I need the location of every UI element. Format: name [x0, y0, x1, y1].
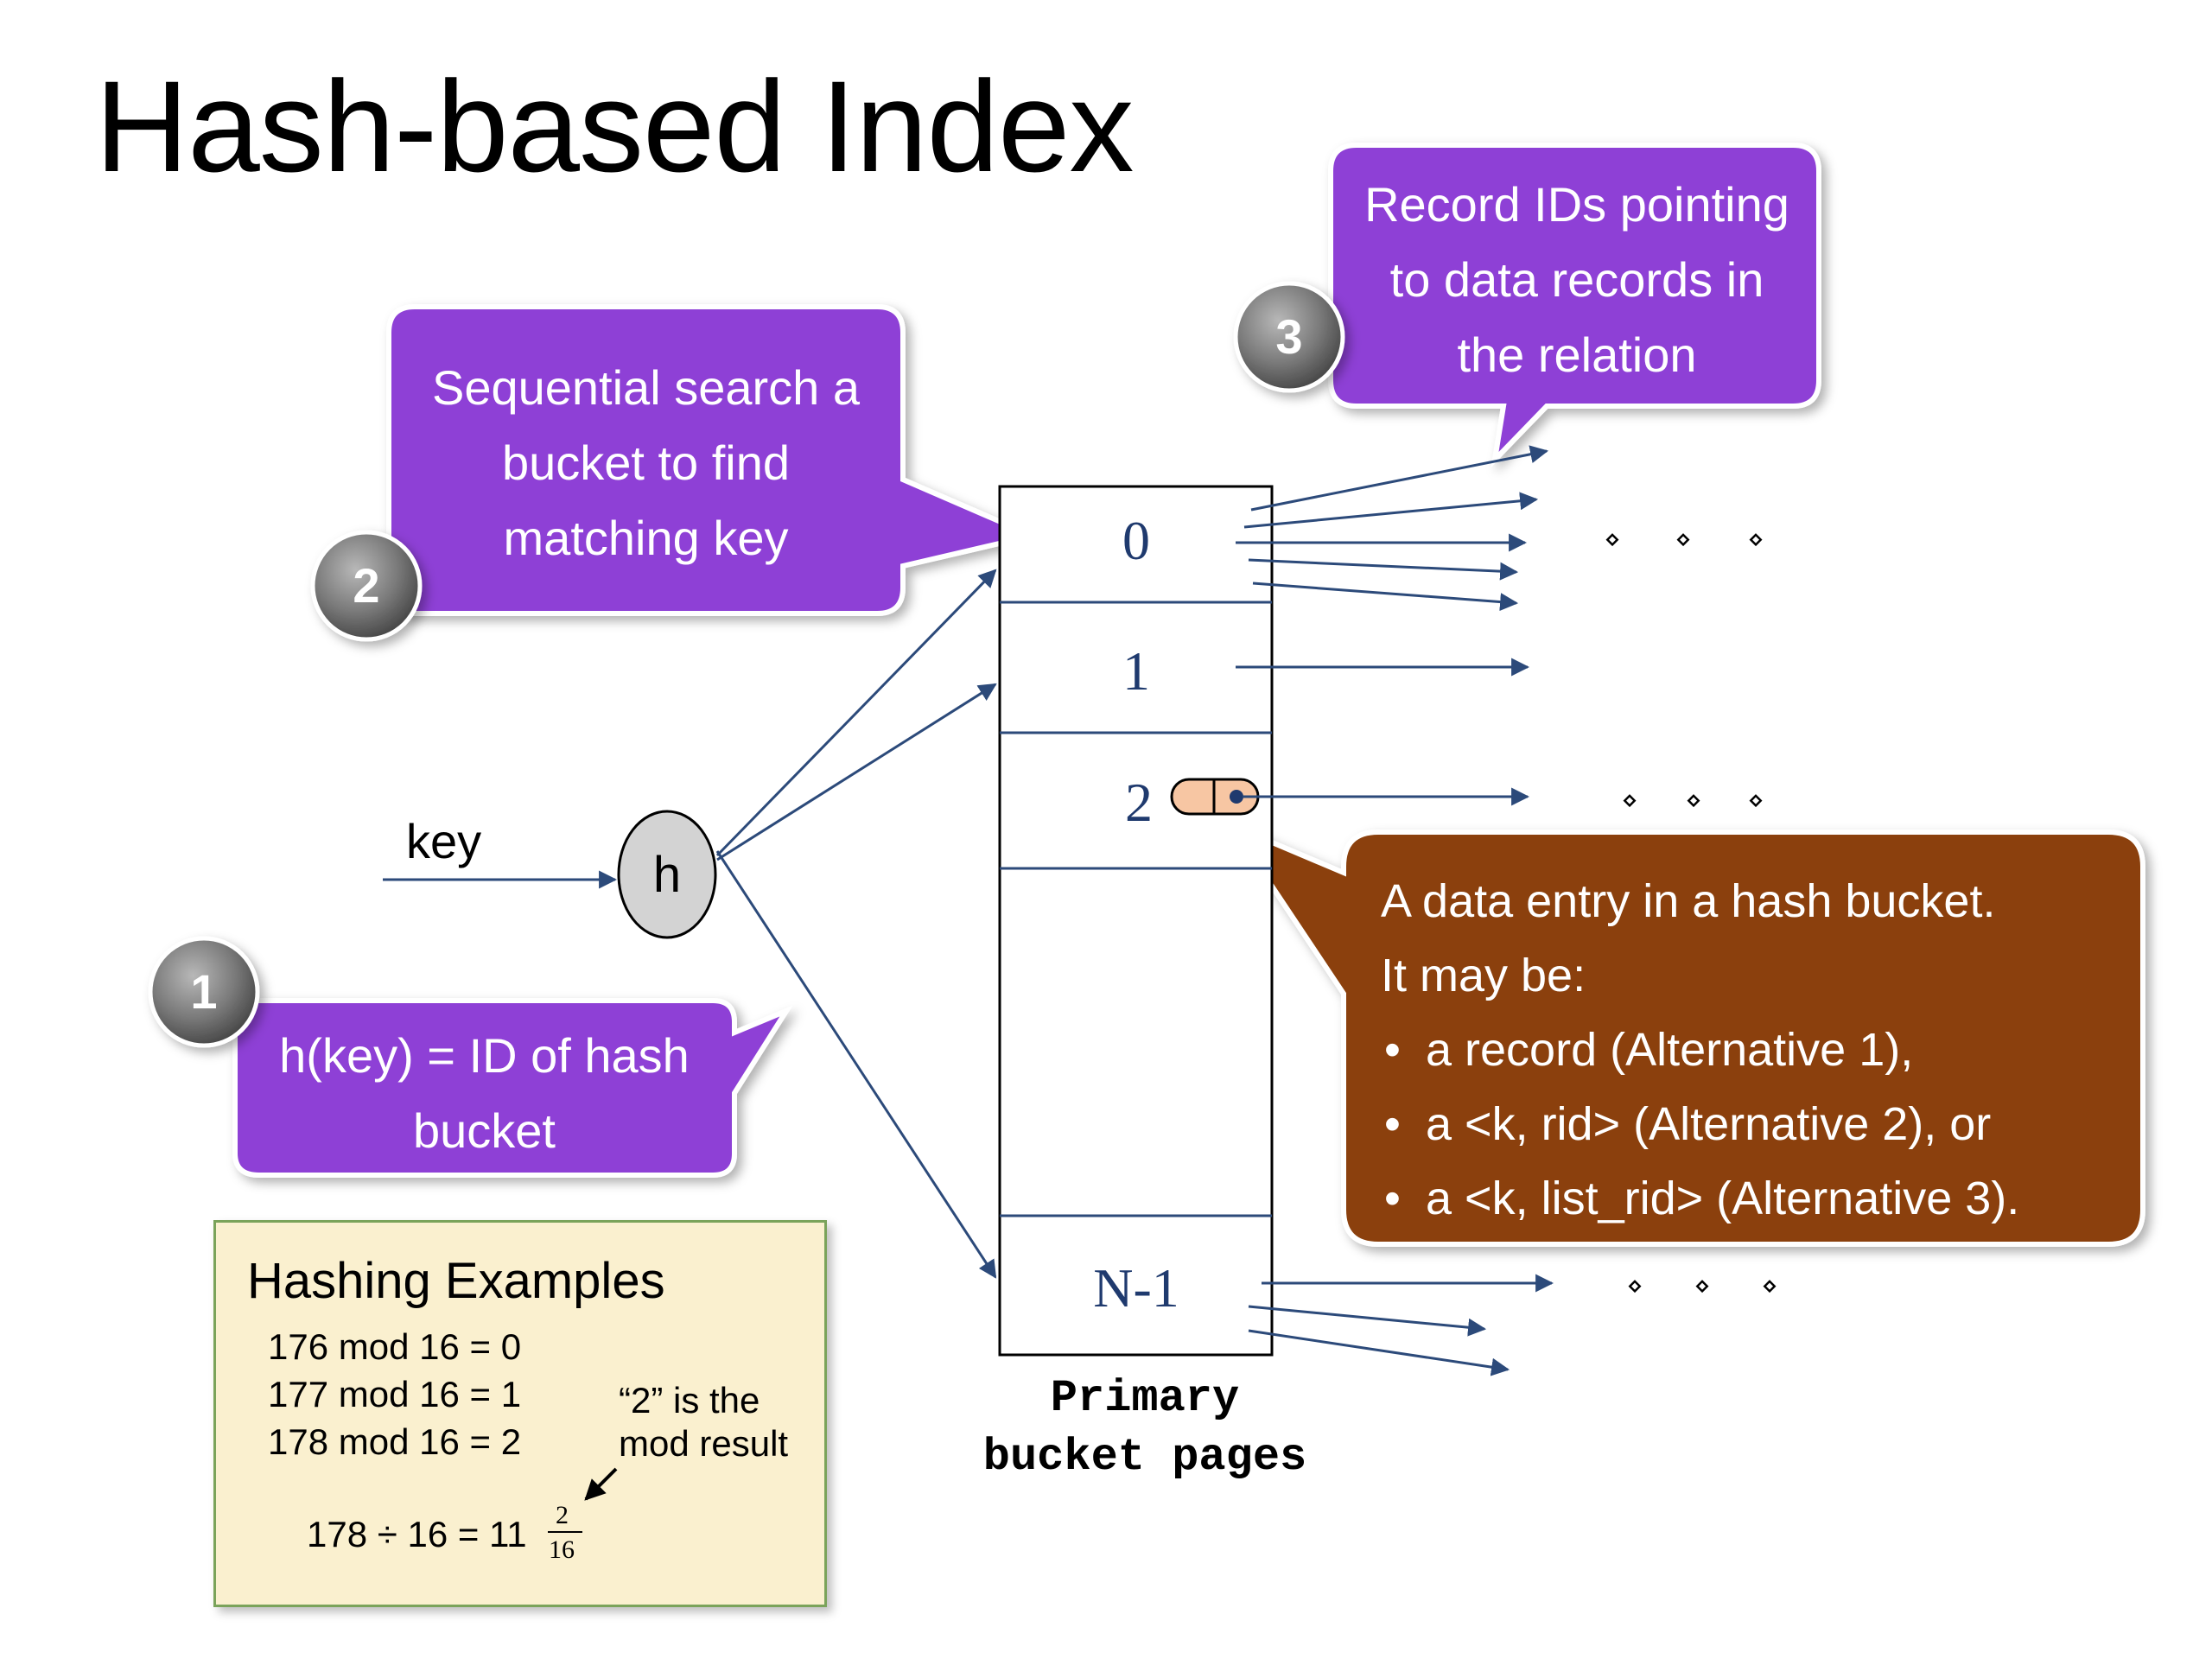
page-title: Hash-based Index [95, 54, 1134, 199]
mod-result-note-line2: mod result [619, 1423, 789, 1464]
badge-1 [148, 936, 260, 1048]
data-entry-line1: A data entry in a hash bucket. [1381, 875, 1996, 927]
data-entry-callout-text: A data entry in a hash bucket. It may be… [1381, 864, 2141, 1236]
hash-function-label: h [653, 847, 681, 903]
ellipsis-row-bucket-n-1: ⋄ ⋄ ⋄ [1627, 1271, 1778, 1301]
svg-text:⋄: ⋄ [1622, 785, 1638, 816]
record-id-arrows-bucket-0 [1236, 445, 1549, 612]
badge-2-number: 2 [353, 558, 379, 613]
mod-result-arrow [548, 1467, 618, 1533]
hashing-example-row: 178 mod 16 = 2 [268, 1421, 522, 1462]
data-entry-callout-shape [1224, 819, 2145, 1247]
svg-text:⋄: ⋄ [1686, 785, 1702, 816]
callout-2-text: Sequential search a bucket to find match… [431, 360, 860, 565]
fraction-numerator: 2 [556, 1501, 569, 1529]
callout-3-text: Record IDs pointing to data records in t… [1364, 177, 1789, 382]
badge-2 [310, 530, 423, 642]
badge-1-number: 1 [190, 964, 217, 1019]
ellipsis-row-bucket-0: ⋄ ⋄ ⋄ [1605, 524, 1764, 555]
hashing-example-row: 176 mod 16 = 0 [268, 1326, 522, 1367]
svg-text:⋄: ⋄ [1675, 524, 1692, 555]
hashing-examples-box: Hashing Examples 176 mod 16 = 0 177 mod … [213, 1220, 827, 1607]
bucket-column [998, 485, 1274, 1357]
bucket-caption-line2: bucket pages [983, 1432, 1306, 1483]
bucket-label-2: 2 [1125, 772, 1153, 833]
callout-3-shape [1328, 143, 1821, 467]
svg-text:⋄: ⋄ [1605, 524, 1621, 555]
data-entry-line2: It may be: [1381, 950, 1586, 1001]
svg-text:⋄: ⋄ [1748, 524, 1764, 555]
record-id-arrows-bucket-n-1 [1248, 1274, 1554, 1376]
hash-to-bucket-arrows [715, 569, 997, 1279]
bucket-label-n-1: N-1 [1093, 1257, 1179, 1319]
bucket-label-1: 1 [1122, 640, 1150, 702]
callout-2-shape [386, 304, 1041, 616]
svg-text:⋄: ⋄ [1627, 1271, 1643, 1301]
badge-3 [1233, 281, 1345, 393]
fraction-denominator: 16 [549, 1535, 575, 1564]
mod-result-note-line1: “2” is the [619, 1380, 760, 1421]
svg-text:⋄: ⋄ [1694, 1271, 1711, 1301]
division-example: 178 ÷ 16 = 11 [307, 1514, 527, 1554]
svg-text:⋄: ⋄ [1762, 1271, 1778, 1301]
key-label: key [406, 814, 481, 868]
data-entry-bullet-3: •a <k, list_rid> (Alternative 3). [1384, 1173, 2020, 1224]
hashing-examples-title: Hashing Examples [247, 1253, 665, 1309]
ellipsis-row-bucket-2: ⋄ ⋄ ⋄ [1622, 785, 1764, 816]
data-entry-bullet-1: •a record (Alternative 1), [1384, 1024, 1914, 1076]
bucket-caption-line1: Primary [1051, 1373, 1239, 1424]
callout-1-text: h(key) = ID of hash bucket [279, 1028, 690, 1158]
bucket-label-0: 0 [1122, 510, 1150, 571]
svg-text:⋄: ⋄ [1748, 785, 1764, 816]
hashing-example-row: 177 mod 16 = 1 [268, 1374, 522, 1414]
hash-function-node [617, 810, 717, 939]
data-entry-bullet-2: •a <k, rid> (Alternative 2), or [1384, 1098, 1992, 1150]
badge-3-number: 3 [1275, 309, 1302, 364]
